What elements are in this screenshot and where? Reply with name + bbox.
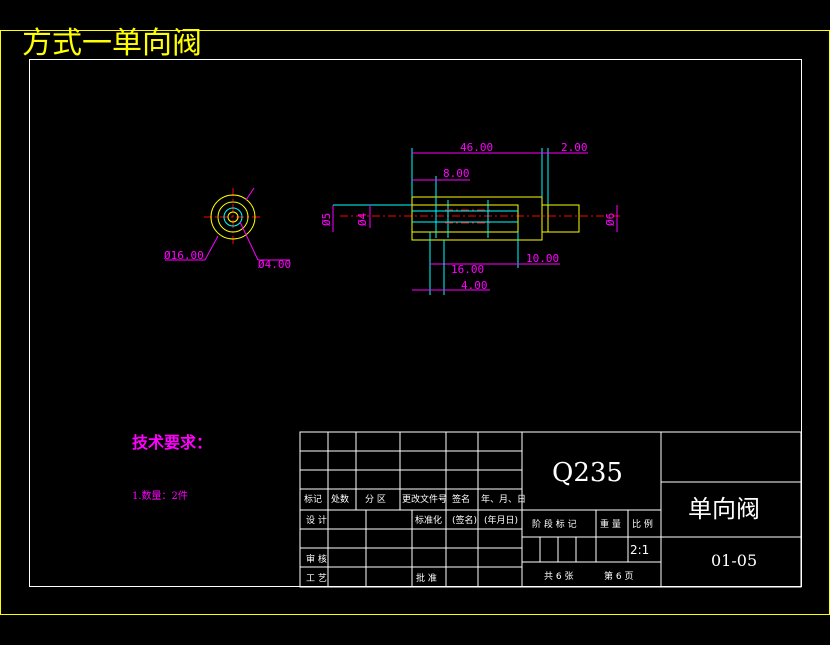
hidden-circle [223, 207, 243, 227]
outer-circle [210, 194, 256, 240]
outer-frame [0, 30, 830, 615]
label-ratio: 比 例 [632, 518, 653, 530]
dim-phi4: Ø4 [356, 212, 369, 226]
tech-heading: 技术要求： [132, 433, 212, 452]
label-total: 共 6 张 [544, 571, 573, 582]
dim-46: 46.00 [460, 141, 493, 154]
leader-top [245, 187, 255, 201]
part-name: 单向阀 [688, 495, 760, 523]
tech-item-1: 1.数量：2件 [132, 489, 188, 502]
leader-phi16 [204, 235, 219, 261]
dim-10: 10.00 [526, 252, 559, 265]
shaft-body [411, 196, 543, 241]
label-weight: 重 量 [600, 518, 621, 530]
label-date2: (年月日) [484, 514, 518, 526]
shaft-inner [411, 204, 519, 233]
mid-circle [217, 201, 249, 233]
label-stage-mark: 阶 段 标 记 [532, 518, 577, 530]
label-date: 年、月、日 [481, 493, 526, 505]
material: Q235 [552, 458, 623, 488]
label-standardize: 标准化 [415, 514, 442, 526]
label-sheet: 第 6 页 [604, 570, 633, 582]
label-review: 审 核 [306, 553, 327, 565]
drawing-number: 01-05 [711, 551, 757, 570]
dim-phi16: Ø16.00 [164, 249, 204, 262]
label-design: 设 计 [306, 514, 327, 526]
dim-phi4-circle: Ø4.00 [258, 258, 291, 271]
title-block: Q235 单向阀 01-05 2:1 标记 处数 分 区 更改文件号 签名 年、… [299, 431, 802, 588]
label-sign2: (签名) [452, 514, 477, 526]
label-approve: 批 准 [416, 572, 437, 584]
label-zone: 分 区 [365, 494, 386, 505]
label-count: 处数 [331, 493, 349, 505]
scale: 2:1 [630, 543, 649, 557]
drawing-title: 方式一单向阀 [22, 26, 202, 61]
leader-phi4 [239, 221, 259, 261]
dim-16: 16.00 [451, 263, 484, 276]
dim-4: 4.00 [461, 279, 488, 292]
dim-phi6: Ø6 [604, 213, 617, 226]
end-view: Ø16.00 Ø4.00 [164, 187, 291, 271]
label-sign: 签名 [452, 493, 470, 505]
label-process: 工 艺 [306, 573, 327, 584]
label-change-doc: 更改文件号 [402, 493, 447, 505]
label-mark: 标记 [304, 493, 322, 505]
side-view: 46.00 2.00 8.00 Ø5 Ø4 Ø6 16.00 10.00 4.0… [320, 141, 622, 295]
shaft-stub [541, 204, 580, 233]
dim-2: 2.00 [561, 141, 588, 154]
bore-circle [227, 211, 239, 223]
dim-8: 8.00 [443, 167, 470, 180]
dim-phi5: Ø5 [320, 213, 333, 226]
inner-frame [29, 59, 802, 587]
